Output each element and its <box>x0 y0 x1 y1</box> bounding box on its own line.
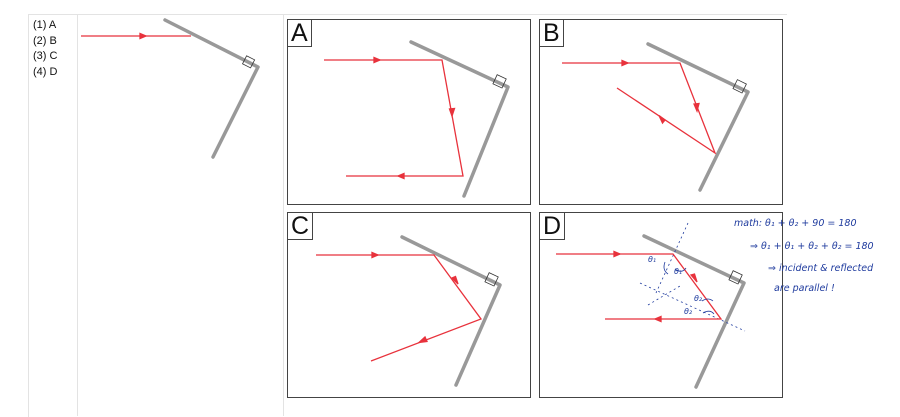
incident-ray <box>81 32 191 40</box>
theta2-label-upper: θ₂ <box>694 294 703 303</box>
column-divider-1 <box>77 14 78 416</box>
table-frame <box>28 14 787 417</box>
note-line-2: ⇒ θ₁ + θ₁ + θ₂ + θ₂ = 180 <box>750 241 874 252</box>
panel-d[interactable]: D θ₁ θ₁ θ₂ θ₂ <box>539 212 783 398</box>
theta1-label-right: θ₁ <box>674 267 683 276</box>
panel-label: D <box>540 213 566 240</box>
ray-path <box>324 56 464 180</box>
right-angle-marker <box>484 272 499 287</box>
panel-label: A <box>288 20 312 47</box>
panel-label: B <box>540 20 564 47</box>
right-angle-marker <box>492 74 507 89</box>
panel-b-diagram <box>562 42 750 192</box>
panel-c-diagram <box>316 235 502 387</box>
mirror-pair <box>400 235 502 387</box>
option-3[interactable]: (3) C <box>33 50 58 62</box>
panel-d-diagram <box>556 222 746 389</box>
mirror-pair <box>642 234 746 389</box>
right-angle-marker <box>732 79 747 94</box>
panel-a[interactable]: A <box>287 19 531 205</box>
panel-b[interactable]: B <box>539 19 783 205</box>
panel-label: C <box>288 213 314 240</box>
option-1[interactable]: (1) A <box>33 19 57 31</box>
column-divider-2 <box>283 14 284 416</box>
mirror-pair <box>646 42 750 192</box>
theta1-label-left: θ₁ <box>648 255 657 264</box>
note-line-1: math: θ₁ + θ₂ + 90 = 180 <box>734 218 857 229</box>
angle-arcs <box>663 261 715 315</box>
handwritten-notes: math: θ₁ + θ₂ + 90 = 180 ⇒ θ₁ + θ₁ + θ₂ … <box>734 218 900 328</box>
note-line-4: are parallel ! <box>774 283 835 294</box>
answer-options: (1) A (2) B (3) C (4) D <box>33 18 57 80</box>
ray-path <box>562 59 717 155</box>
right-angle-marker <box>241 55 256 69</box>
ray-path <box>556 250 723 323</box>
option-4[interactable]: (4) D <box>33 65 58 78</box>
right-angle-marker <box>728 270 743 285</box>
mirror-pair <box>163 18 260 159</box>
ray-path <box>316 251 483 362</box>
theta2-label-lower: θ₂ <box>684 307 693 316</box>
panel-a-diagram <box>324 40 510 198</box>
normal-lines <box>639 222 746 332</box>
question-diagram <box>81 18 260 159</box>
option-2[interactable]: (2) B <box>33 34 57 47</box>
panel-c[interactable]: C <box>287 212 531 398</box>
mirror-pair <box>409 40 510 198</box>
note-line-3: ⇒ incident & reflected <box>768 263 874 274</box>
